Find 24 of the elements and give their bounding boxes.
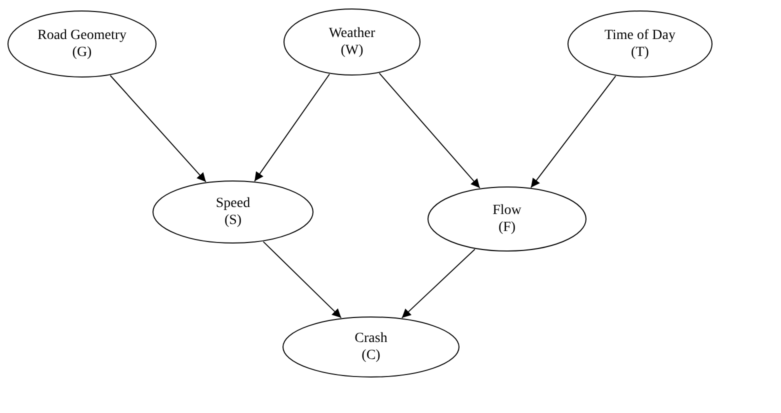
node-ellipse [7, 10, 157, 78]
node-label: Speed [216, 195, 250, 212]
node-ellipse [152, 180, 314, 244]
node-label: Road Geometry [37, 27, 127, 44]
node-symbol: (T) [631, 44, 649, 61]
arrow [262, 241, 342, 318]
node-label: Crash [354, 330, 388, 347]
node-label: Time of Day [604, 27, 676, 44]
node-symbol: (C) [362, 347, 380, 364]
node-label: Flow [492, 202, 522, 219]
arrow [378, 72, 480, 188]
arrow [401, 248, 476, 318]
node-ellipse [282, 316, 460, 378]
node-label: Weather [328, 25, 376, 42]
arrow [254, 74, 330, 182]
arrow [530, 76, 616, 188]
node-ellipse [283, 8, 421, 76]
node-symbol: (G) [72, 44, 92, 61]
node-ellipse [567, 10, 713, 78]
node-symbol: (F) [498, 219, 516, 236]
node-symbol: (W) [340, 42, 364, 59]
node-symbol: (S) [224, 212, 242, 229]
arrow [110, 74, 206, 182]
node-ellipse [427, 186, 587, 252]
